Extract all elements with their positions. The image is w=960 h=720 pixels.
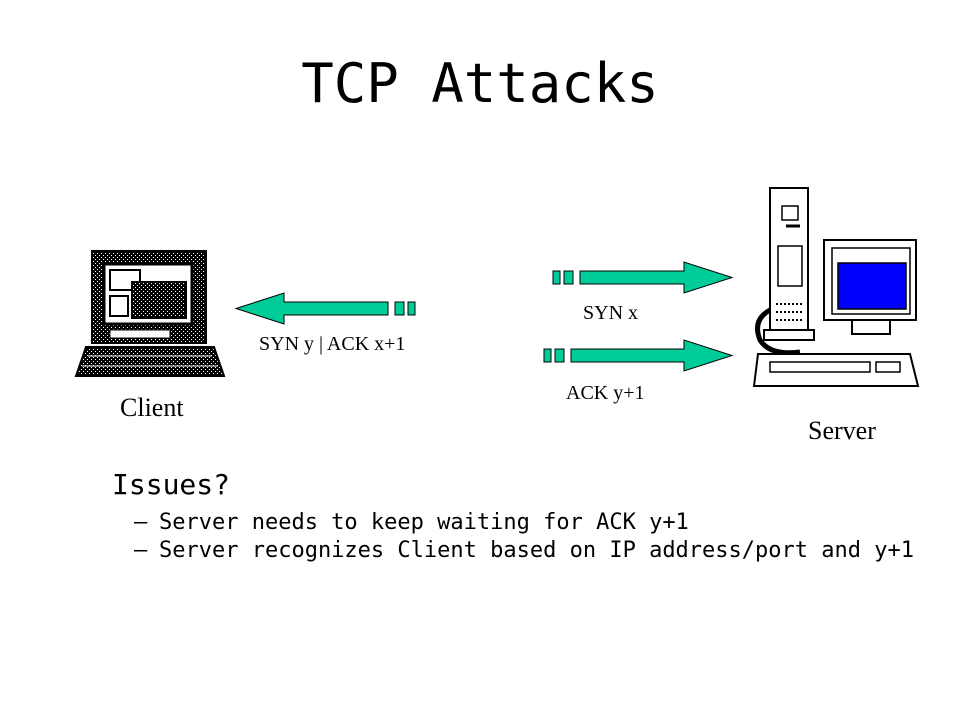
message-label-syn-x: SYN x: [583, 302, 639, 324]
issues-section: Issues? – Server needs to keep waiting f…: [112, 468, 914, 565]
client-label: Client: [120, 393, 184, 422]
server-label: Server: [808, 416, 876, 445]
server-computer-icon: [752, 187, 920, 387]
arrow-syn-x: [552, 261, 734, 294]
issue-text: Server recognizes Client based on IP add…: [159, 538, 914, 563]
issue-item: – Server needs to keep waiting for ACK y…: [134, 509, 914, 537]
bullet-dash: –: [134, 510, 148, 535]
message-label-syn-y-ack: SYN y | ACK x+1: [259, 333, 406, 355]
bullet-dash: –: [134, 538, 148, 563]
issue-item: – Server recognizes Client based on IP a…: [134, 537, 914, 565]
arrow-ack-y1: [543, 339, 734, 372]
issue-text: Server needs to keep waiting for ACK y+1: [159, 510, 689, 535]
issues-heading: Issues?: [112, 468, 231, 501]
arrow-syn-y-ack-x1: [234, 292, 416, 325]
message-label-ack-y1: ACK y+1: [566, 382, 645, 404]
client-computer-icon: [74, 250, 226, 377]
slide-title: TCP Attacks: [301, 52, 659, 115]
